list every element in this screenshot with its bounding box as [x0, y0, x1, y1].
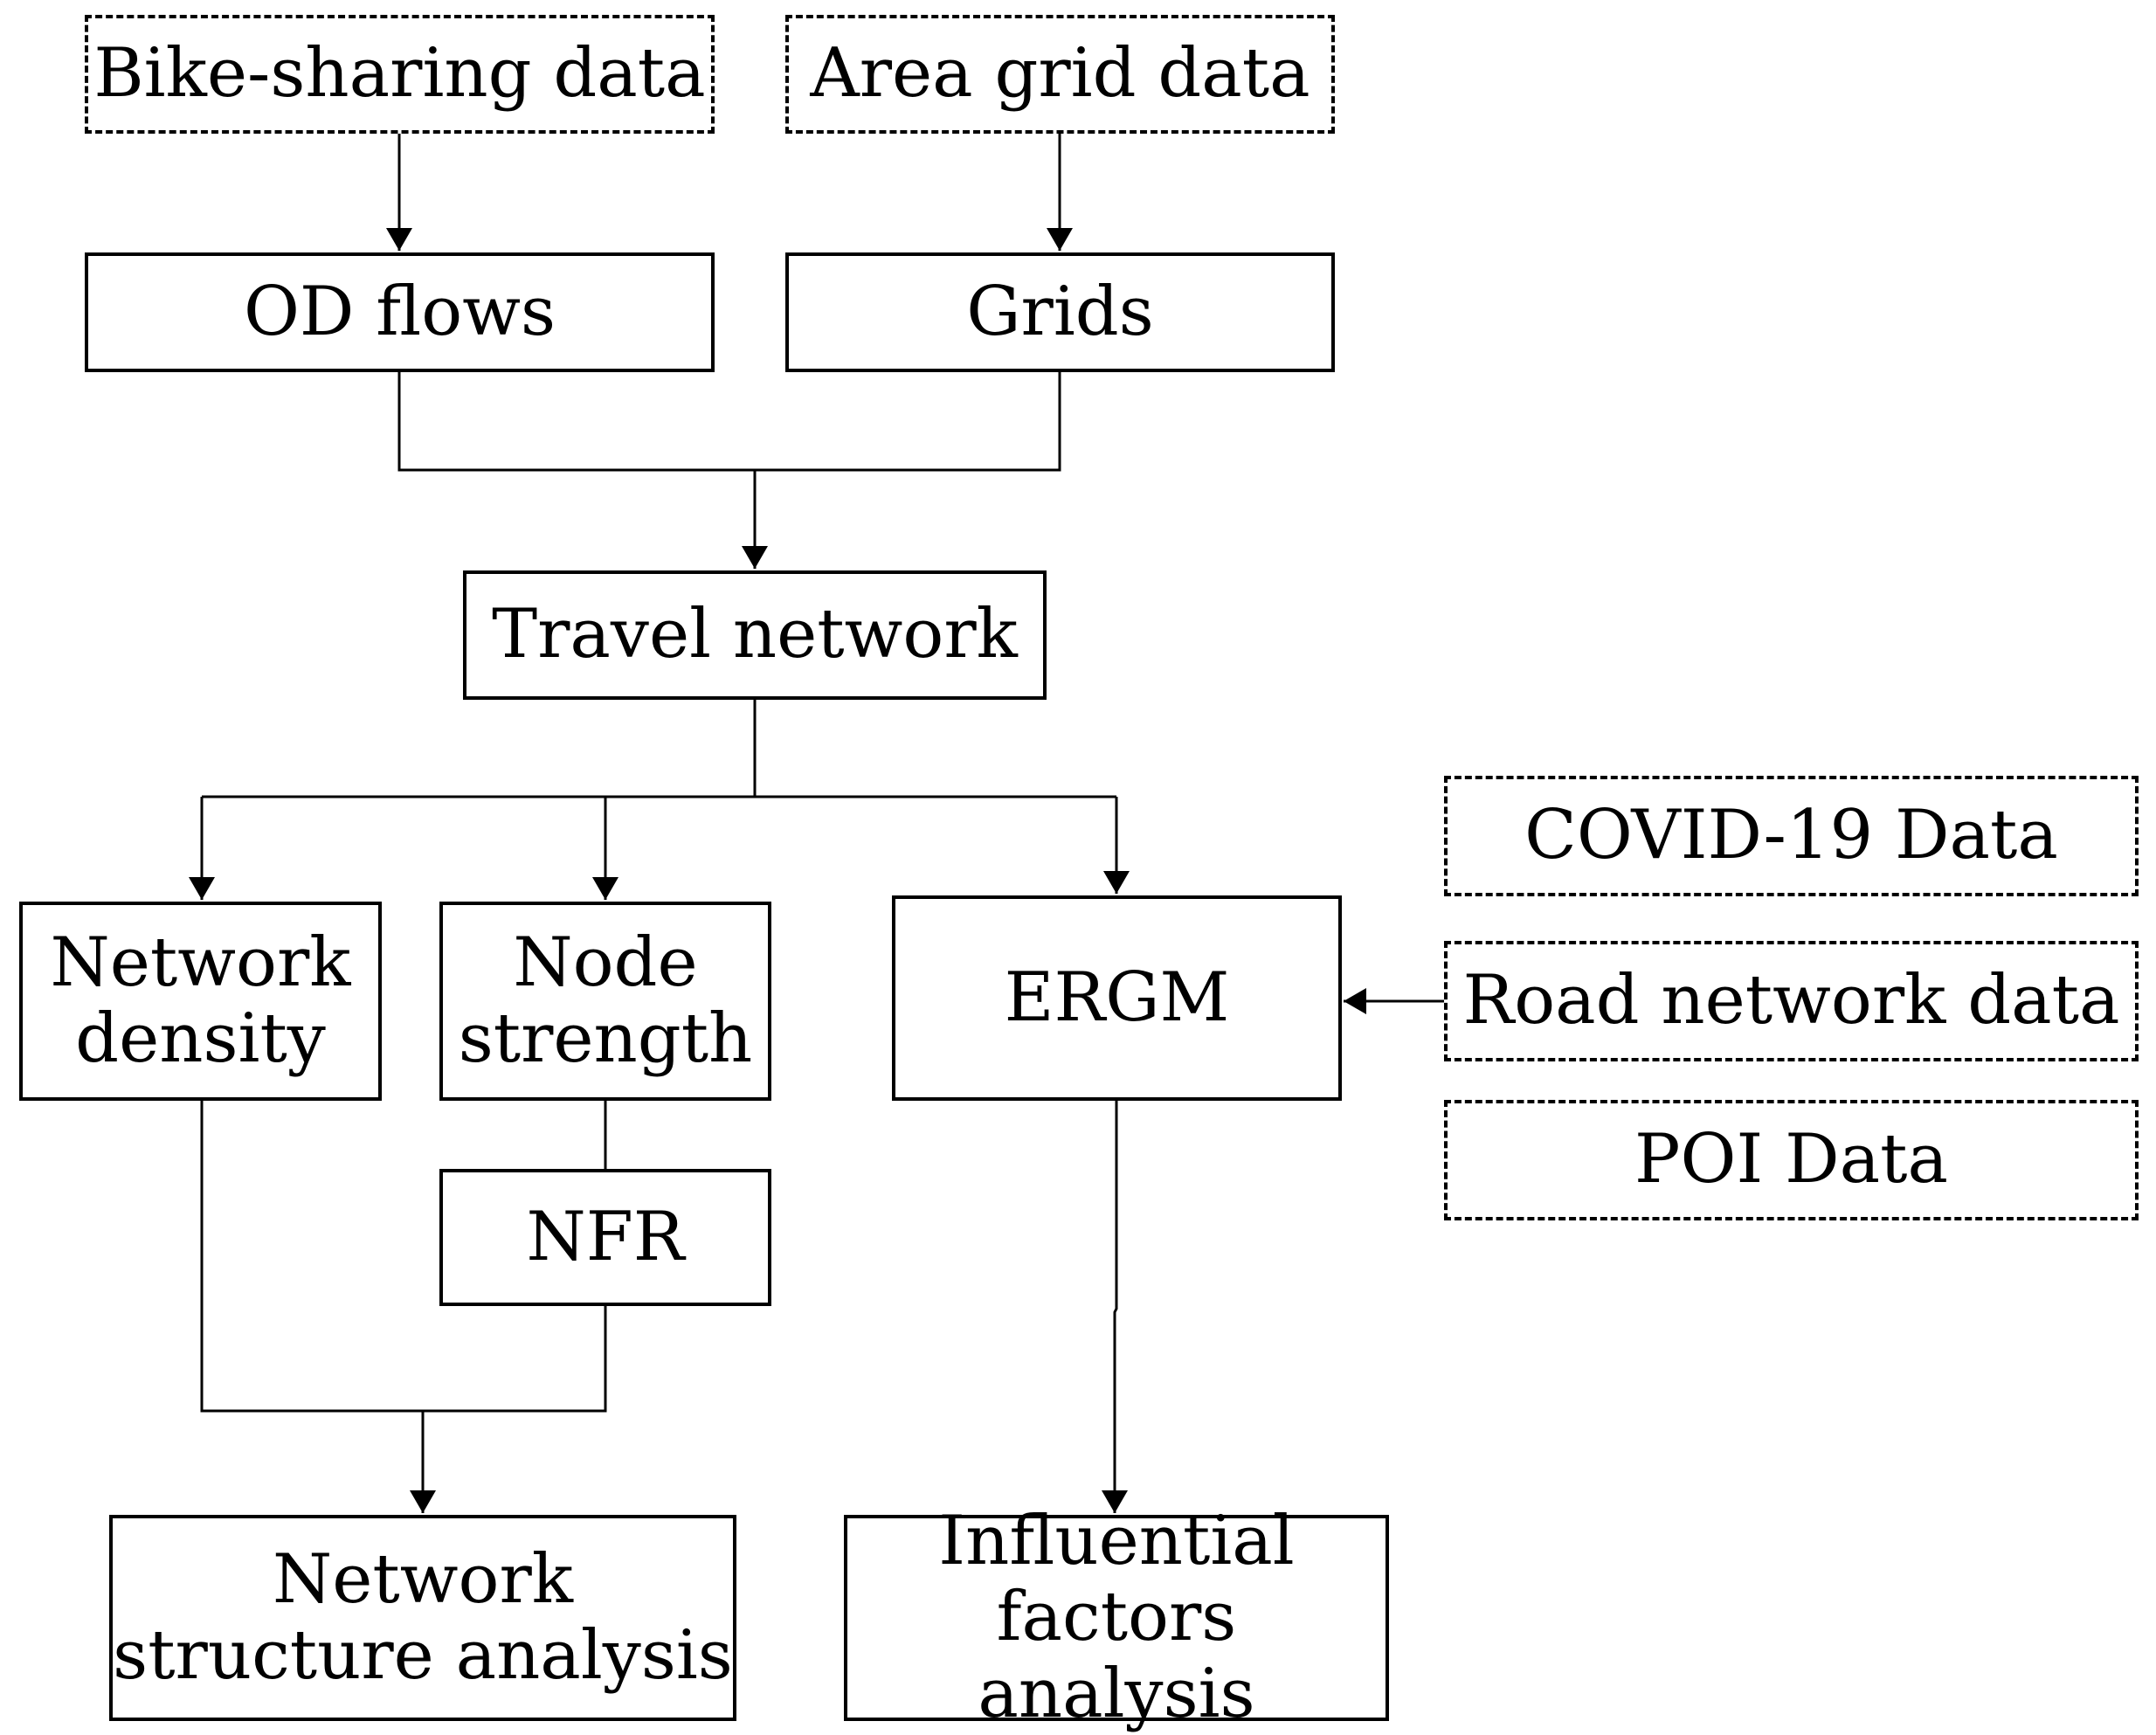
label-od-flows: OD flows — [243, 272, 556, 351]
connector-density-nfr-merge — [200, 1101, 607, 1413]
label-network-density: Network density — [50, 923, 351, 1078]
box-poi-data: POI Data — [1444, 1100, 2139, 1220]
label-poi-data: POI Data — [1634, 1120, 1948, 1199]
label-travel-network: Travel network — [492, 595, 1018, 674]
box-ergm: ERGM — [892, 895, 1342, 1101]
box-nfr: NFR — [439, 1169, 771, 1306]
label-grids: Grids — [966, 272, 1154, 351]
label-network-structure-analysis: Network structure analysis — [113, 1539, 733, 1695]
box-network-structure-analysis: Network structure analysis — [109, 1515, 736, 1721]
box-travel-network: Travel network — [463, 570, 1047, 700]
box-influential-factors-analysis: Influential factors analysis — [844, 1503, 1389, 1732]
label-nfr: NFR — [526, 1197, 685, 1276]
label-ergm: ERGM — [1004, 957, 1230, 1037]
label-node-strength: Node strength — [458, 923, 753, 1078]
box-covid-19-data: COVID-19 Data — [1444, 776, 2139, 896]
box-node-strength: Node strength — [439, 902, 771, 1101]
connector-ergm-to-factors — [1102, 1101, 1128, 1513]
connector-od-grids-merge — [397, 372, 1061, 472]
label-road-network-data: Road network data — [1462, 961, 2120, 1040]
box-bike-sharing-data: Bike-sharing data — [85, 15, 715, 134]
box-area-grid-data: Area grid data — [785, 15, 1335, 134]
label-covid-19-data: COVID-19 Data — [1524, 796, 2058, 875]
label-influential-factors-analysis: Influential factors analysis — [938, 1501, 1295, 1733]
label-bike-sharing-data: Bike-sharing data — [93, 34, 706, 114]
box-od-flows: OD flows — [85, 252, 715, 372]
box-road-network-data: Road network data — [1444, 941, 2139, 1061]
label-area-grid-data: Area grid data — [810, 34, 1310, 114]
box-network-density: Network density — [19, 902, 382, 1101]
box-grids: Grids — [785, 252, 1335, 372]
